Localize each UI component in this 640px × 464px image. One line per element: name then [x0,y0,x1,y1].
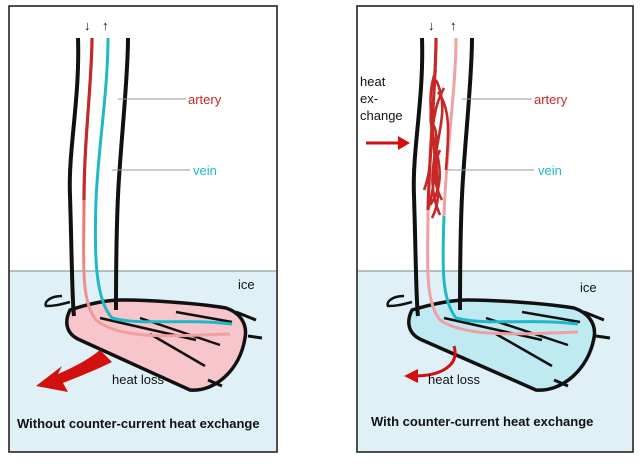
exchange-label-line: change [360,108,403,123]
panel-caption: With counter-current heat exchange [371,414,593,429]
toe-line [443,316,543,342]
artery-label: artery [188,92,222,107]
vein-line [93,37,233,326]
panel-with-exchange: ↓ ↑ heat ex- change artery vein ice heat… [356,5,634,453]
artery-line [426,37,438,211]
exchange-label-line: heat [360,74,386,89]
heel-spur [386,294,413,308]
toe-line [521,310,581,324]
leg-outline [67,37,81,317]
leg-outline [114,37,130,311]
artery-line-faded [82,199,231,338]
claw-mark [583,310,605,322]
toe-line [175,310,233,324]
ice-label: ice [238,277,255,292]
claw-mark [247,334,263,340]
down-arrow: ↓ [84,18,91,33]
vein-line-warmed [442,37,458,217]
up-arrow: ↑ [450,18,457,33]
exchange-network [422,69,450,219]
artery-line [82,37,94,201]
toe-line [149,332,206,368]
claw-mark [207,378,223,388]
vein-label: vein [538,163,562,178]
claw-mark [235,310,257,322]
toe-line [495,332,553,368]
artery-label: artery [534,92,568,107]
exchange-label-line: ex- [360,91,378,106]
down-arrow: ↓ [428,18,435,33]
heat-loss-label: heat loss [428,372,481,387]
vein-label: vein [193,163,217,178]
panel-without-exchange: ↓ ↑ artery vein ice heat loss Without co… [8,5,278,453]
heat-loss-arrowhead [404,369,418,383]
claw-mark [595,334,611,340]
panel-caption: Without counter-current heat exchange [17,416,260,431]
heat-loss-arrow [36,350,112,392]
leg-outline [458,37,474,311]
ice-label: ice [580,280,597,295]
up-arrow: ↑ [102,18,109,33]
claw-mark [553,378,569,388]
artery-line-faded [426,209,579,336]
vein-line [441,215,579,326]
leg-outline [411,37,425,317]
heel-spur [44,294,71,308]
exchange-pointer-arrowhead [398,136,410,150]
heat-loss-label: heat loss [112,372,165,387]
heat-loss-arrow [413,345,457,378]
